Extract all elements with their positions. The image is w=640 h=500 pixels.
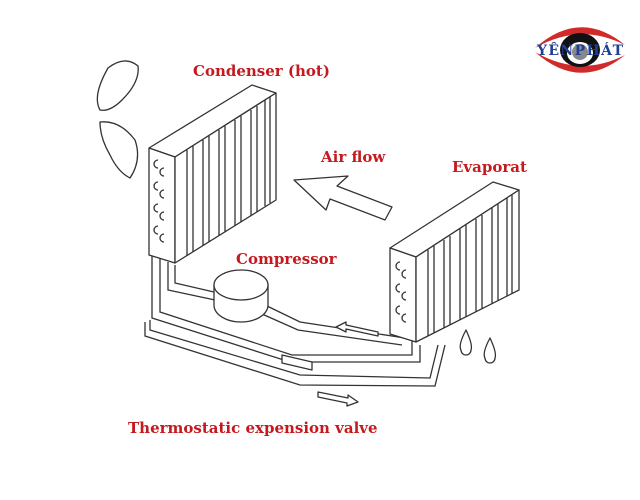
flow-arrow-right-icon [317,391,359,407]
droplet-icon [459,329,473,356]
condenser-label: Condenser (hot) [193,62,330,80]
expansion-valve-label: Thermostatic expension valve [128,419,378,437]
evaporator-label: Evaporat [452,158,527,176]
logo-text: YÊNPHÁT [536,41,624,59]
fan-icon [96,60,139,179]
droplet-icon [483,337,497,364]
flow-arrow-left-icon [335,321,379,337]
evaporator-coil [389,181,520,343]
air-flow-label: Air flow [320,148,386,166]
air-flow-arrow-icon [293,175,393,221]
compressor [213,269,269,323]
logo: YÊNPHÁT [535,27,625,73]
condenser-coil [148,84,277,264]
pipes [144,255,446,387]
compressor-label: Compressor [236,250,338,268]
